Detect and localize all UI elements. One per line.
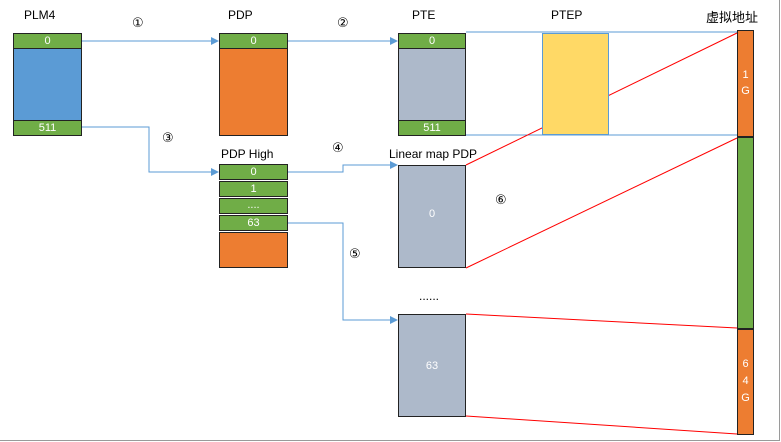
ptep-label: PTEP: [551, 8, 583, 22]
pte-label: PTE: [412, 8, 436, 22]
pdp-table: [219, 33, 288, 136]
step-5-marker: ⑤: [349, 246, 361, 261]
arrow-pdp-high-to-linear-63: [288, 222, 398, 324]
linear-map-pdp-63: 63: [398, 314, 466, 417]
plm4-entry-0: 0: [13, 33, 82, 49]
pdp-label: PDP: [228, 8, 253, 22]
va-segment-middle: [737, 137, 754, 329]
arrow-plm4-to-pdp-high: [82, 126, 219, 176]
map-line-linear63-top: [465, 313, 738, 329]
pdp-high-entry-1: 1: [219, 181, 288, 197]
plm4-table: [13, 33, 82, 136]
step-4-marker: ④: [332, 140, 344, 155]
pte-entry-511: 511: [398, 120, 466, 136]
ptep-page: [542, 33, 609, 135]
linear-map-pdp-63-label: 63: [425, 360, 439, 372]
linear-map-pdp-0-label: 0: [428, 208, 436, 220]
step-3-marker: ③: [162, 130, 174, 145]
pdp-high-entry-ellipsis: ....: [219, 198, 288, 214]
map-line-linear0-bottom: [465, 137, 738, 269]
step-1-marker: ①: [132, 15, 144, 30]
step-6-marker: ⑥: [495, 192, 507, 207]
pdp-high-entry-63: 63: [219, 215, 288, 231]
linear-map-ellipsis: ......: [419, 289, 440, 303]
pdp-high-label: PDP High: [221, 147, 274, 161]
step-2-marker: ②: [337, 15, 349, 30]
plm4-entry-511: 511: [13, 120, 82, 136]
map-line-linear63-bottom: [465, 415, 738, 435]
linear-map-pdp-0: 0: [398, 165, 466, 268]
pdp-high-remainder: [219, 232, 288, 268]
pdp-high-entry-0: 0: [219, 164, 288, 180]
pte-table: [398, 33, 466, 136]
linear-map-pdp-label: Linear map PDP: [389, 147, 478, 161]
virtual-address-label: 虚拟地址: [706, 10, 759, 25]
pte-entry-0: 0: [398, 33, 466, 49]
plm4-label: PLM4: [24, 8, 56, 22]
arrow-pdp-high-to-linear-0: [288, 161, 398, 173]
pdp-entry-0: 0: [219, 33, 288, 49]
